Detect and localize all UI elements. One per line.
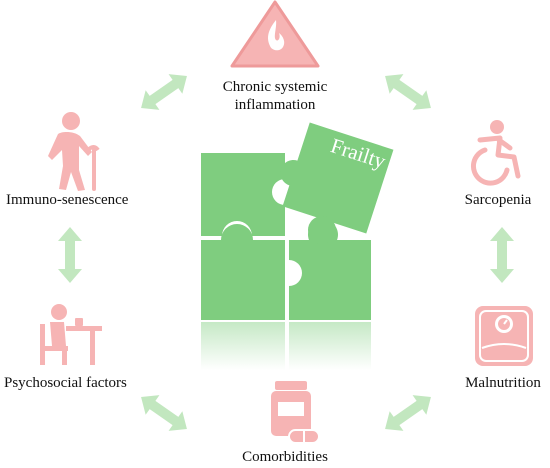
comorbidities-label: Comorbidities	[242, 449, 328, 465]
puzzle-piece-top-left	[201, 153, 285, 236]
malnutrition-label: Malnutrition	[465, 375, 541, 391]
medication-bottle-icon	[271, 381, 320, 444]
scale-icon	[475, 306, 533, 366]
person-at-desk-icon	[40, 304, 102, 365]
elderly-person-icon	[48, 112, 100, 191]
puzzle: Frailty	[201, 122, 394, 370]
inflammation-label: Chronic systemic inflammation	[200, 78, 350, 114]
immunosenescence-label: Immuno-senescence	[6, 192, 129, 208]
double-arrow-left	[58, 227, 82, 283]
puzzle-reflection	[201, 322, 371, 370]
double-arrow-top-right	[385, 74, 431, 110]
puzzle-knob	[308, 216, 336, 244]
inflammation-label-line1: Chronic systemic	[222, 79, 328, 95]
inflammation-label-line2: inflammation	[234, 97, 316, 113]
double-arrow-bottom-left	[141, 395, 187, 431]
flame-warning-icon	[230, 0, 320, 68]
puzzle-piece-bottom-left	[201, 224, 285, 320]
double-arrow-right	[490, 227, 514, 283]
puzzle-piece-frailty	[280, 122, 394, 234]
double-arrow-bottom-right	[385, 395, 431, 431]
arrows	[58, 74, 514, 431]
wheelchair-icon	[470, 120, 521, 186]
sarcopenia-label: Sarcopenia	[464, 192, 532, 208]
puzzle-piece-bottom-right	[289, 219, 371, 320]
psychosocial-label: Psychosocial factors	[4, 375, 127, 391]
double-arrow-top-left	[141, 74, 187, 110]
